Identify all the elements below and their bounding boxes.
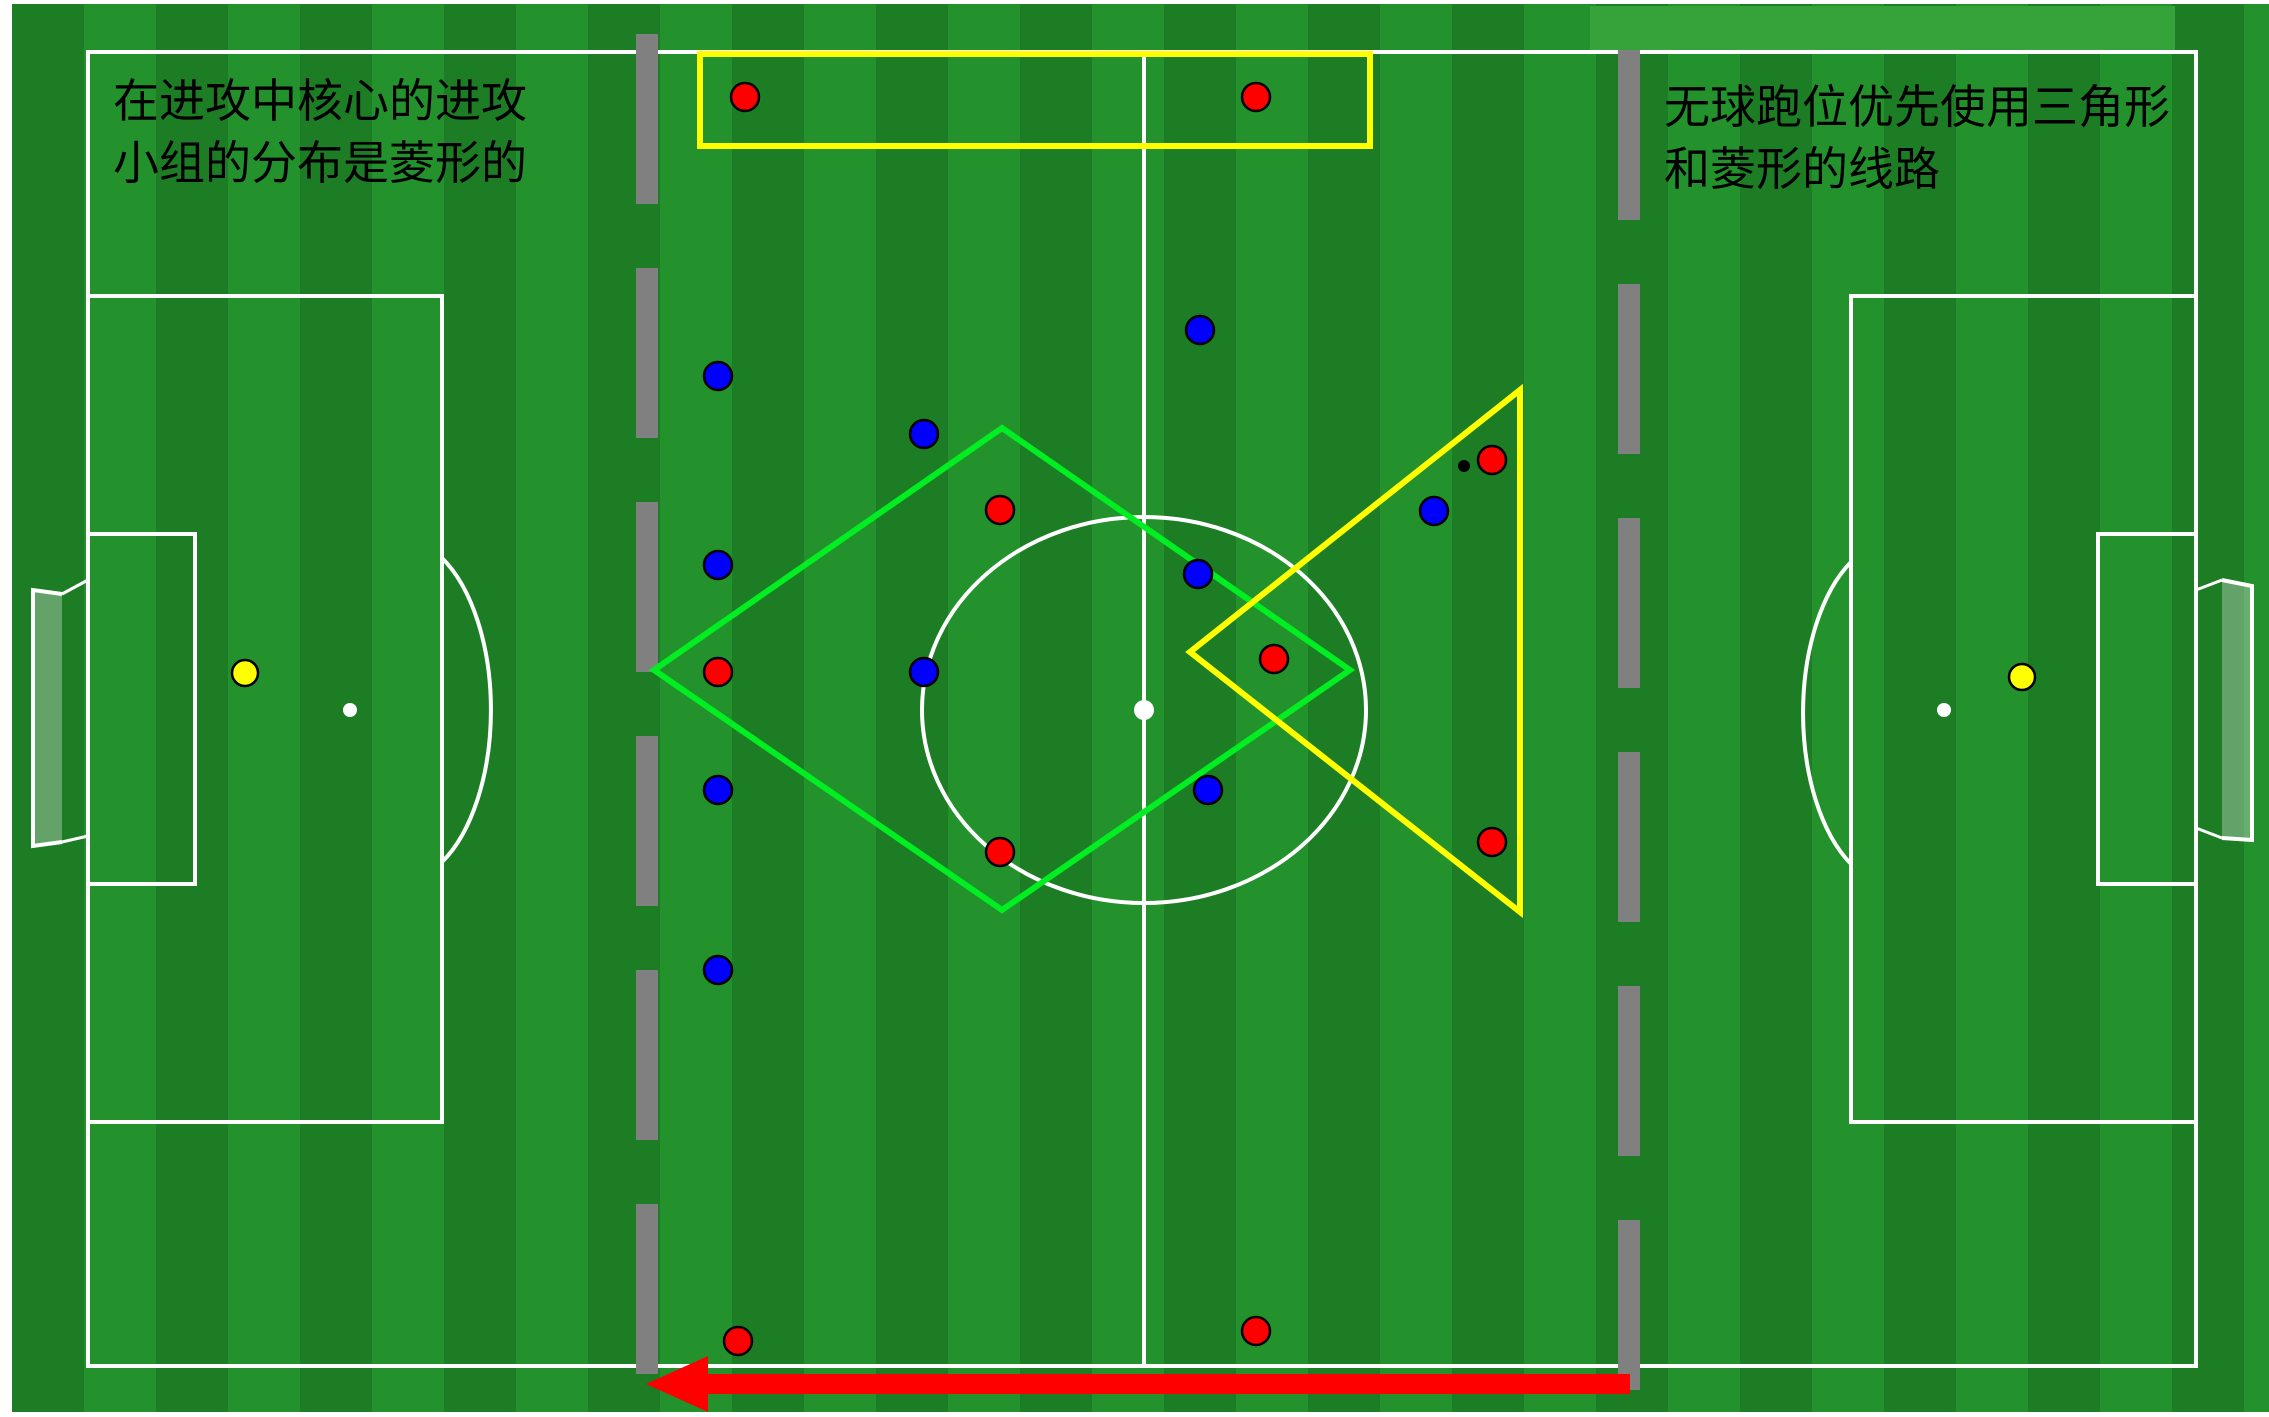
red-player [1260, 645, 1288, 673]
left-goalkeeper [232, 660, 258, 686]
red-player [1478, 828, 1506, 856]
blue-player [1186, 316, 1214, 344]
grass-stripe [1524, 4, 1596, 1412]
left-annotation: 在进攻中核心的进攻 小组的分布是菱形的 [113, 70, 527, 194]
arrow-shaft [698, 1374, 1630, 1394]
grass-stripe [2100, 4, 2172, 1412]
grass-stripe [1812, 4, 1884, 1412]
blue-player [1184, 560, 1212, 588]
right-annotation: 无球跑位优先使用三角形 和菱形的线路 [1664, 76, 2170, 200]
grass-stripe [84, 4, 156, 1412]
red-player [724, 1327, 752, 1355]
blue-player [1420, 497, 1448, 525]
grass-stripe [660, 4, 732, 1412]
grass-stripe [804, 4, 876, 1412]
grass-stripe [1956, 4, 2028, 1412]
red-player [986, 496, 1014, 524]
grass-stripe [516, 4, 588, 1412]
grass-stripe [372, 4, 444, 1412]
blue-player [704, 551, 732, 579]
grass-stripe [1380, 4, 1452, 1412]
red-player [986, 838, 1014, 866]
blue-player [1194, 776, 1222, 804]
red-player [704, 658, 732, 686]
left-annotation-line-2: 小组的分布是菱形的 [113, 132, 527, 194]
right-annotation-line-1: 无球跑位优先使用三角形 [1664, 76, 2170, 138]
red-player [1478, 446, 1506, 474]
blue-player [704, 362, 732, 390]
grass-stripe [948, 4, 1020, 1412]
center-spot [1134, 700, 1154, 720]
blue-player [910, 658, 938, 686]
blue-player [704, 776, 732, 804]
right-goal-net [2222, 580, 2252, 840]
left-annotation-line-1: 在进攻中核心的进攻 [113, 70, 527, 132]
red-player [731, 83, 759, 111]
top-right-shade [1590, 6, 2175, 52]
ball [1458, 460, 1470, 472]
red-player [1242, 1317, 1270, 1345]
grass-stripe [228, 4, 300, 1412]
right-penalty-spot [1937, 703, 1951, 717]
grass-stripe [1668, 4, 1740, 1412]
blue-player [910, 420, 938, 448]
red-player [1242, 83, 1270, 111]
left-goal-net [33, 590, 62, 846]
left-penalty-spot [343, 703, 357, 717]
right-annotation-line-2: 和菱形的线路 [1664, 138, 2170, 200]
right-goalkeeper [2009, 664, 2035, 690]
blue-player [704, 956, 732, 984]
